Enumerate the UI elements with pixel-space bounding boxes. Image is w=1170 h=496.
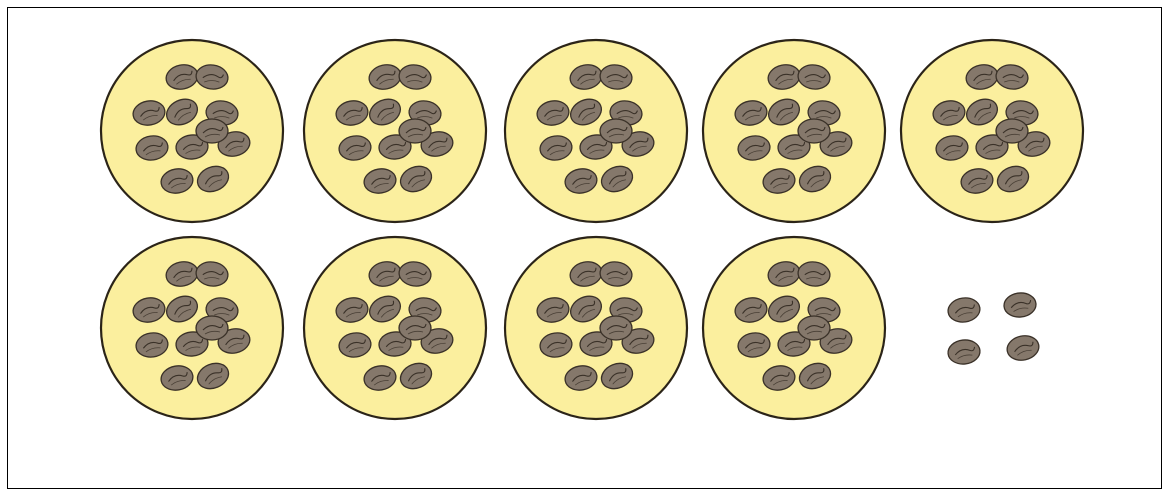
bean-body [399, 119, 431, 143]
bean-body [1005, 333, 1041, 363]
loose-bean [1003, 292, 1037, 319]
loose-bean [947, 338, 981, 365]
bean-body [946, 296, 981, 324]
plate-with-beans [304, 237, 486, 419]
plate-with-beans [505, 40, 687, 222]
bean [399, 119, 431, 143]
plate-with-beans [703, 40, 885, 222]
plate-with-beans [101, 40, 283, 222]
loose-beans-group [946, 292, 1041, 366]
plate-with-beans [505, 237, 687, 419]
loose-bean [1005, 333, 1041, 363]
bean-body [196, 316, 228, 340]
bean [798, 119, 830, 143]
bean-body [196, 119, 228, 143]
loose-bean [946, 296, 981, 324]
bean-body [600, 119, 632, 143]
bean-body [798, 119, 830, 143]
bean [600, 119, 632, 143]
bean-body [798, 316, 830, 340]
plate-with-beans [304, 40, 486, 222]
plate-with-beans [101, 237, 283, 419]
bean [600, 316, 632, 340]
bean-body [996, 119, 1028, 143]
bean [196, 316, 228, 340]
bean [996, 119, 1028, 143]
plate-with-beans [703, 237, 885, 419]
bean-body [947, 338, 981, 365]
plate-with-beans [901, 40, 1083, 222]
bean [399, 316, 431, 340]
bean-body [1003, 292, 1037, 319]
bean-body [600, 316, 632, 340]
bean [798, 316, 830, 340]
plates-group [101, 40, 1083, 419]
bean [196, 119, 228, 143]
bean-body [399, 316, 431, 340]
